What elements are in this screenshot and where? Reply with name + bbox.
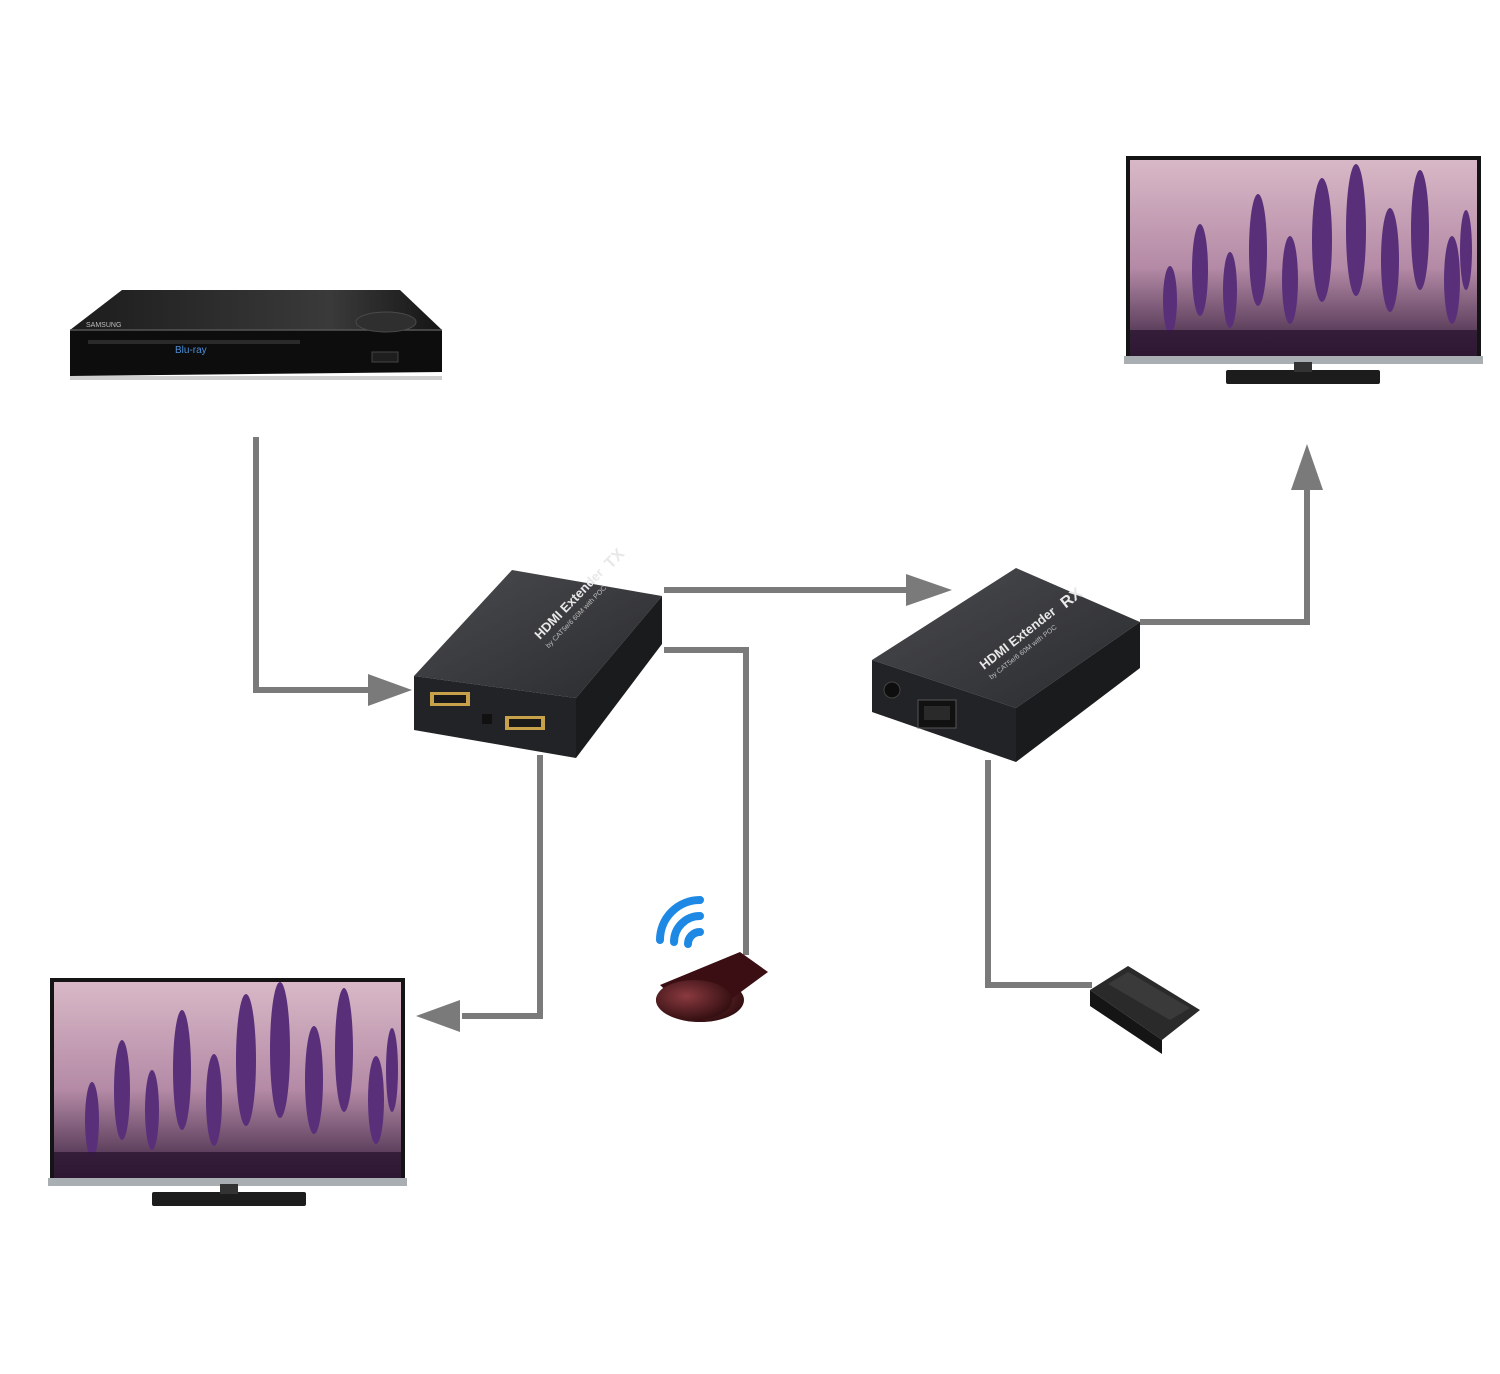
hdmi-extender-rx-icon: HDMI Extender by CAT5e/6 60M with POC RX <box>872 568 1140 762</box>
arrow-head-icon <box>416 1000 460 1032</box>
connector-tx-to-ir-receiver <box>664 647 749 955</box>
ir-emitter-icon <box>1090 966 1200 1054</box>
tv-icon <box>1124 156 1483 384</box>
bluray-player-icon: SAMSUNG Blu-ray <box>70 290 442 380</box>
lavender-screen-image <box>1163 164 1472 334</box>
connector-bluray-to-tx <box>253 437 372 693</box>
wifi-signal-icon <box>656 896 704 948</box>
lavender-screen-image <box>85 982 398 1158</box>
tv-icon <box>48 978 407 1206</box>
arrow-heads <box>368 444 1323 1032</box>
connector-tx-to-local-tv <box>462 755 543 1019</box>
hdmi-extender-tx-icon: HDMI Extender by CAT5e/6 60M with POC TX <box>414 545 662 758</box>
tx-unit-badge: TX <box>602 545 629 572</box>
arrow-head-icon <box>1291 444 1323 490</box>
ir-receiver-icon <box>656 952 768 1022</box>
bluray-brand: SAMSUNG <box>86 322 121 329</box>
arrow-head-icon <box>906 574 952 606</box>
connector-lines <box>253 437 1310 1019</box>
bluray-logo: Blu-ray <box>175 345 207 356</box>
connector-rx-to-ir-emitter <box>985 760 1092 988</box>
arrow-head-icon <box>368 674 412 706</box>
connector-rx-to-tv <box>1140 488 1310 625</box>
